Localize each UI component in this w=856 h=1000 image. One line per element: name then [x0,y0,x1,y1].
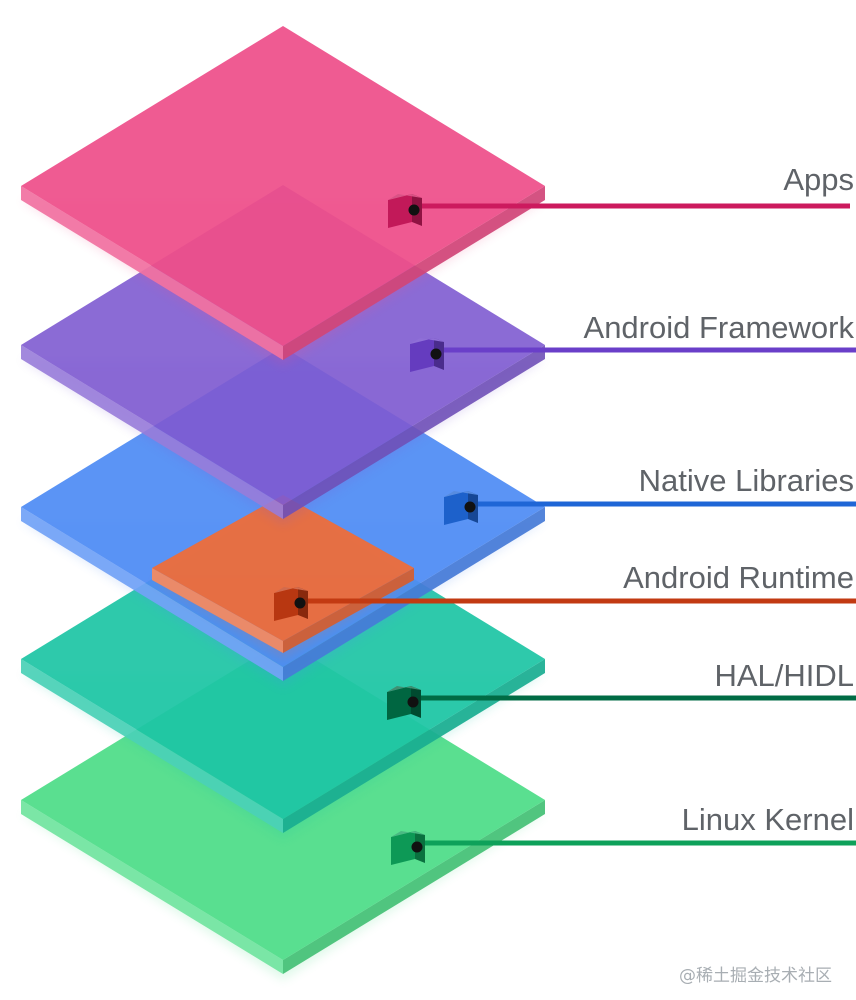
watermark: @稀土掘金技术社区 [679,966,832,986]
connector-cube-android-framework [410,338,444,372]
layer-plate-apps [21,26,850,366]
layer-label-apps: Apps [783,162,854,197]
layer-label-linux-kernel: Linux Kernel [681,802,854,837]
layer-label-android-framework: Android Framework [583,310,854,345]
layer-plate-android-runtime [152,495,856,659]
connector-cube-hal-hidl [387,686,421,720]
layer-label-android-runtime: Android Runtime [623,560,854,595]
connector-cube-native-libraries [444,491,478,525]
connector-cube-android-runtime [274,587,308,621]
connector-cube-linux-kernel [391,831,425,865]
layer-label-hal-hidl: HAL/HIDL [714,658,854,693]
layer-label-native-libraries: Native Libraries [638,463,854,498]
connector-cube-apps [388,194,422,228]
